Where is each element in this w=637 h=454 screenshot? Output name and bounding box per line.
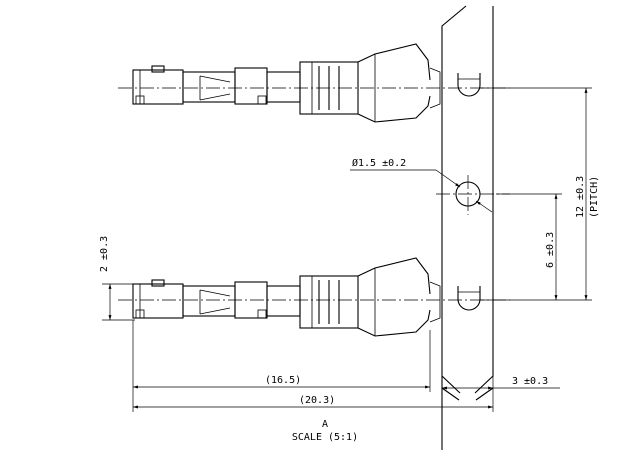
carrier-width-label: 3 ±0.3 <box>512 376 548 387</box>
terminal-bottom <box>132 257 441 337</box>
length-dimensions: (16.5) (20.3) 3 ±0.3 <box>132 320 560 412</box>
terminal-top <box>132 43 441 123</box>
offset-height-label: 2 ±0.3 <box>99 236 110 272</box>
center-lines <box>118 87 510 301</box>
pilot-hole-top <box>457 73 481 97</box>
view-scale: SCALE (5:1) <box>292 432 358 443</box>
overall-length-label: (20.3) <box>299 395 335 406</box>
pitch-value-label: 12 ±0.3 <box>575 176 586 218</box>
pilot-hole-bottom <box>457 286 481 311</box>
hole-diameter-label: Ø1.5 ±0.2 <box>352 157 406 169</box>
crimp-length-label: (16.5) <box>265 375 301 386</box>
pitch-dimensions: 6 ±0.3 12 ±0.3 (PITCH) <box>480 87 600 301</box>
pitch-label: (PITCH) <box>589 176 600 218</box>
offset-height-dimension: 2 ±0.3 <box>99 236 135 321</box>
carrier-strip <box>441 5 494 450</box>
half-pitch-label: 6 ±0.3 <box>545 232 556 268</box>
view-caption: A SCALE (5:1) <box>292 419 358 443</box>
view-name: A <box>322 419 328 430</box>
hole-diameter-callout: Ø1.5 ±0.2 <box>350 157 493 213</box>
